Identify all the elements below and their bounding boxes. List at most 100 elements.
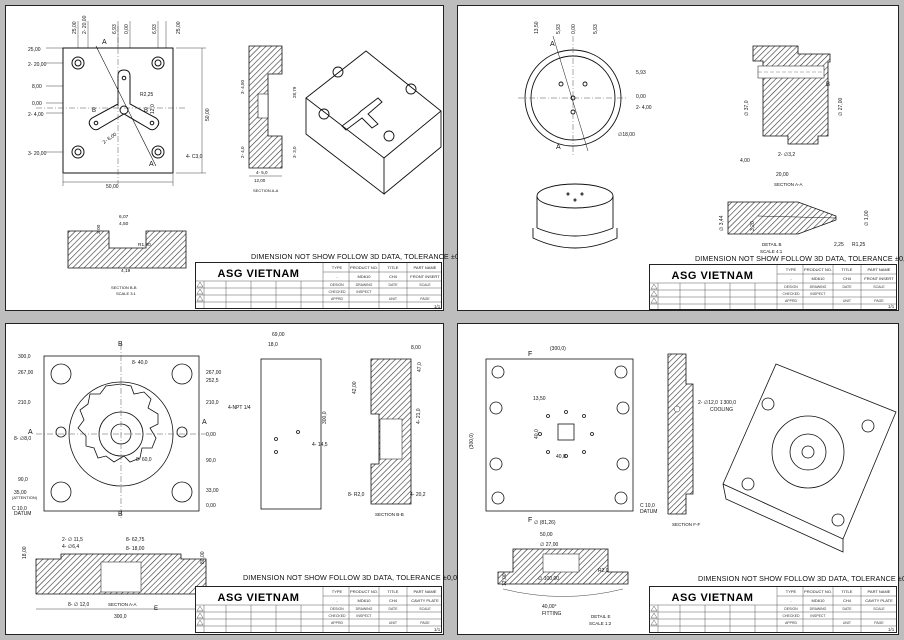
cavity-plate-front: [485, 358, 634, 512]
svg-text:25,00: 25,00: [28, 47, 41, 53]
svg-text:90,0: 90,0: [206, 458, 216, 464]
svg-text:0,00: 0,00: [636, 94, 646, 100]
company-name: ASG VIETNAM: [217, 592, 300, 604]
svg-text:A: A: [556, 144, 561, 151]
svg-text:8,00: 8,00: [32, 84, 42, 90]
svg-text:50,00: 50,00: [205, 108, 211, 121]
title-block-grid: [650, 587, 896, 632]
svg-text:8,00: 8,00: [411, 345, 421, 351]
svg-text:8- ∅8,0: 8- ∅8,0: [14, 436, 31, 442]
title-block-grid: [196, 263, 441, 308]
svg-text:8- 62,75: 8- 62,75: [126, 537, 145, 543]
svg-text:∅ 3,44: ∅ 3,44: [719, 215, 725, 231]
sheet-3-geometry: 300,0 267,00 210,0 90,0 35,00(ATTENTION) C …: [12, 332, 426, 620]
svg-text:2- 20,00: 2- 20,00: [82, 15, 88, 34]
svg-text:90,0: 90,0: [18, 477, 28, 483]
svg-text:F: F: [528, 517, 532, 524]
svg-text:2- ∅ 11,5: 2- ∅ 11,5: [62, 537, 83, 543]
svg-text:47,0: 47,0: [417, 362, 423, 372]
svg-text:(300,0): (300,0): [550, 346, 566, 352]
svg-text:0,00: 0,00: [206, 432, 216, 438]
svg-text:0,00: 0,00: [206, 503, 216, 509]
svg-text:C 10,0: C 10,0: [12, 506, 27, 512]
tolerance-note: DIMENSION NOT SHOW FOLLOW 3D DATA, TOLER…: [251, 252, 470, 261]
svg-text:B: B: [144, 108, 148, 114]
svg-text:4- C3,0: 4- C3,0: [186, 154, 203, 160]
svg-text:50,00: 50,00: [540, 532, 553, 538]
svg-text:300,0: 300,0: [18, 354, 31, 360]
svg-text:A: A: [149, 161, 154, 168]
svg-text:12,00: 12,00: [502, 573, 508, 586]
tolerance-note: DIMENSION NOT SHOW FOLLOW 3D DATA, TOLER…: [698, 574, 904, 583]
svg-text:8- R2,0: 8- R2,0: [348, 492, 365, 498]
svg-text:13,50: 13,50: [533, 396, 546, 402]
svg-text:3,00: 3,00: [96, 224, 102, 234]
svg-text:2- 4,0: 2- 4,0: [240, 146, 245, 158]
svg-text:267,00: 267,00: [18, 370, 34, 376]
svg-text:SCALE 4:1: SCALE 4:1: [760, 249, 783, 254]
svg-text:COOLING: COOLING: [710, 407, 733, 413]
tolerance-note: DIMENSION NOT SHOW FOLLOW 3D DATA, TOLER…: [695, 254, 904, 263]
svg-text:4,50: 4,50: [119, 221, 129, 227]
svg-text:2- 4,00: 2- 4,00: [28, 112, 44, 118]
company-name: ASG VIETNAM: [671, 270, 754, 282]
svg-text:4- 14,5: 4- 14,5: [312, 442, 328, 448]
svg-text:∅ 37,0: ∅ 37,0: [744, 100, 750, 116]
company-name: ASG VIETNAM: [217, 268, 300, 280]
svg-text:A: A: [550, 41, 555, 48]
sheet-1-geometry: 25,002- 20,008,00 0,002- 4,003- 20,00 50…: [28, 15, 442, 296]
isometric-view: [305, 50, 442, 195]
svg-text:∅ 27,00: ∅ 27,00: [838, 98, 844, 116]
page-number: 1/1: [434, 627, 441, 632]
svg-text:8- 60,0: 8- 60,0: [136, 457, 152, 463]
svg-text:25,00: 25,00: [176, 21, 182, 34]
svg-text:8- ∅ 12,0: 8- ∅ 12,0: [68, 602, 90, 608]
svg-text:SECTION F-F: SECTION F-F: [672, 522, 700, 527]
svg-text:40,0: 40,0: [534, 429, 540, 439]
svg-text:5,93: 5,93: [636, 70, 646, 76]
page-number: 1/1: [888, 304, 895, 309]
svg-text:0,00: 0,00: [124, 24, 130, 34]
title-block: ASG VIETNAM TYPE PRODUCT NO. TITLE PART …: [195, 586, 442, 633]
svg-text:R2,25: R2,25: [140, 92, 154, 98]
svg-text:18,0: 18,0: [268, 342, 278, 348]
svg-text:20,00: 20,00: [776, 172, 789, 178]
company-name: ASG VIETNAM: [671, 592, 754, 604]
svg-text:3- 4,50: 3- 4,50: [240, 79, 245, 94]
svg-text:6,07: 6,07: [119, 214, 129, 220]
svg-text:35,00: 35,00: [14, 490, 27, 496]
svg-text:DATUM: DATUM: [14, 511, 31, 517]
svg-text:300,0: 300,0: [322, 411, 328, 424]
svg-text:25,00: 25,00: [72, 21, 78, 34]
cylinder-iso: [532, 183, 618, 249]
svg-text:B: B: [92, 108, 96, 114]
svg-text:(ATTENTION): (ATTENTION): [12, 495, 38, 500]
svg-text:33,00: 33,00: [206, 488, 219, 494]
svg-text:B: B: [826, 82, 830, 88]
svg-text:DETAIL E: DETAIL E: [591, 614, 611, 619]
svg-text:R1,25: R1,25: [852, 242, 866, 248]
svg-text:4- ∅6,4: 4- ∅6,4: [62, 544, 79, 550]
svg-text:6,93: 6,93: [112, 24, 118, 34]
tri-slot: [88, 69, 160, 131]
svg-text:210,0: 210,0: [206, 400, 219, 406]
tolerance-note: DIMENSION NOT SHOW FOLLOW 3D DATA, TOLER…: [243, 573, 462, 582]
svg-text:267,00: 267,00: [206, 370, 222, 376]
svg-text:4,19: 4,19: [121, 268, 131, 274]
title-block: ASG VIETNAM TYPE PRODUCT NO. TITLE PART …: [195, 262, 442, 309]
title-block: ASG VIETNAM TYPE PRODUCT NO. TITLE PART …: [649, 586, 897, 633]
cavity-iso-view: [722, 363, 897, 553]
svg-text:DETAIL B: DETAIL B: [762, 242, 782, 247]
svg-text:4,00: 4,00: [740, 158, 750, 164]
svg-text:∅ (81,26): ∅ (81,26): [534, 520, 556, 526]
svg-text:E: E: [154, 606, 158, 612]
svg-text:4- 21,0: 4- 21,0: [416, 408, 422, 424]
svg-text:DATUM: DATUM: [640, 509, 657, 515]
svg-text:∅18,00: ∅18,00: [618, 132, 635, 138]
